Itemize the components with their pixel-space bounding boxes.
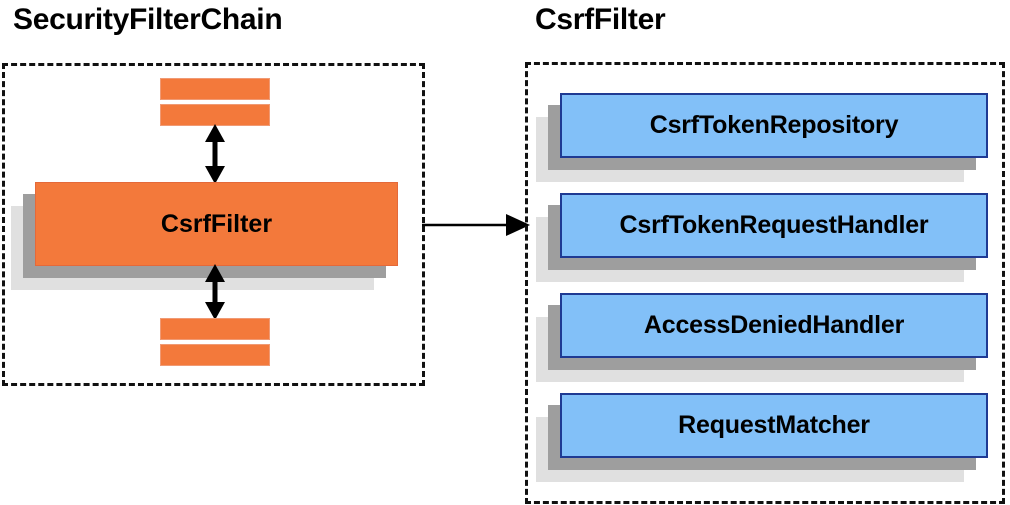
arrow-right-icon	[422, 214, 530, 236]
filter-stub-bar-top-1	[160, 78, 270, 100]
filter-stub-bar-top-2	[160, 104, 270, 126]
double-arrow-lower-icon	[205, 264, 225, 320]
collaborator-box-csrf-token-request-handler[interactable]: CsrfTokenRequestHandler	[536, 193, 988, 282]
double-arrow-upper-icon	[205, 124, 225, 184]
collaborator-box-access-denied-handler[interactable]: AccessDeniedHandler	[536, 293, 988, 382]
collaborator-box-request-matcher[interactable]: RequestMatcher	[536, 393, 988, 482]
page-title-csrf-filter: CsrfFilter	[535, 3, 666, 36]
collaborator-label: RequestMatcher	[560, 393, 988, 458]
collaborator-box-csrf-token-repository[interactable]: CsrfTokenRepository	[536, 93, 988, 182]
collaborator-label: CsrfTokenRequestHandler	[560, 193, 988, 258]
filter-stub-bar-bottom-2	[160, 344, 270, 366]
collaborator-label: AccessDeniedHandler	[560, 293, 988, 358]
csrf-filter-box-label: CsrfFilter	[35, 182, 398, 266]
page-title-security-filter-chain: SecurityFilterChain	[13, 3, 283, 36]
filter-stub-bar-bottom-1	[160, 318, 270, 340]
csrf-filter-container	[525, 62, 1005, 504]
collaborator-label: CsrfTokenRepository	[560, 93, 988, 158]
csrf-filter-box[interactable]: CsrfFilter	[11, 182, 398, 290]
